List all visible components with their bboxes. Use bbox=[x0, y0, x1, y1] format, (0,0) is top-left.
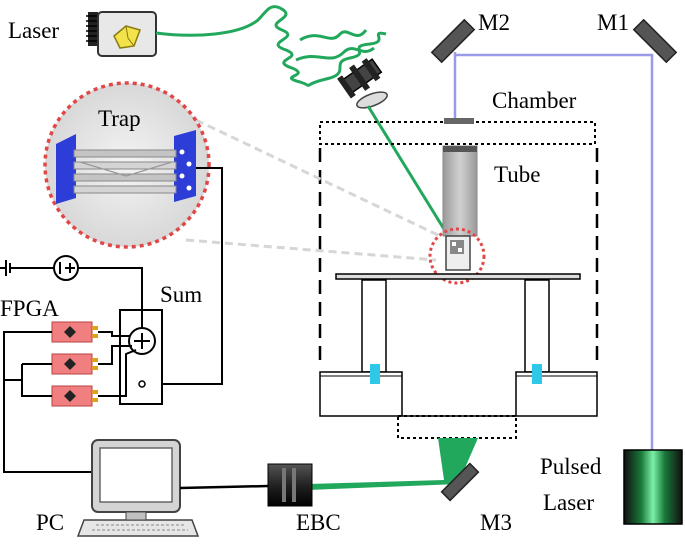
label-chamber: Chamber bbox=[492, 88, 577, 113]
ebc-beam bbox=[308, 438, 478, 490]
laser-heatsink bbox=[88, 12, 98, 46]
pulsed-beam-path bbox=[453, 52, 654, 450]
mirror-m2 bbox=[430, 18, 476, 64]
trap-inset bbox=[43, 81, 211, 249]
label-m3: M3 bbox=[480, 510, 512, 535]
inset-leader-top bbox=[195, 118, 441, 238]
trap-electrode-left bbox=[56, 134, 76, 204]
base-left bbox=[319, 371, 403, 417]
label-m2: M2 bbox=[478, 10, 510, 35]
fpga-pc-bus bbox=[3, 331, 92, 473]
label-pulsed-laser: Laser bbox=[543, 490, 594, 515]
pc-ebc-cable bbox=[179, 484, 269, 490]
label-pc: PC bbox=[36, 510, 64, 535]
label-tube: Tube bbox=[494, 162, 540, 187]
mirror-m3 bbox=[440, 462, 480, 502]
pc-computer-icon bbox=[76, 439, 200, 537]
laser-crystal-icon bbox=[113, 25, 141, 49]
fpga-board-1 bbox=[51, 321, 98, 343]
ebc-camera bbox=[267, 463, 313, 507]
label-laser: Laser bbox=[8, 18, 59, 43]
dc-source bbox=[0, 255, 143, 328]
laser-source bbox=[86, 11, 157, 57]
fiber-collimator bbox=[337, 58, 383, 99]
inset-leader-bottom bbox=[185, 238, 437, 262]
label-pulsed: Pulsed bbox=[540, 454, 602, 479]
label-fpga: FPGA bbox=[0, 296, 59, 321]
mirror-m1 bbox=[632, 18, 678, 64]
label-ebc: EBC bbox=[296, 510, 341, 535]
label-trap: Trap bbox=[98, 106, 141, 131]
cyan-marker-left bbox=[370, 364, 380, 384]
base-right bbox=[515, 371, 598, 417]
label-sum: Sum bbox=[160, 282, 202, 307]
trap-wire bbox=[150, 167, 223, 385]
chamber-port bbox=[444, 118, 474, 124]
focusing-lens bbox=[356, 91, 388, 109]
post-left bbox=[361, 279, 387, 373]
trap-highlight-circle bbox=[428, 227, 486, 285]
fpga-board-3 bbox=[51, 385, 98, 407]
platform bbox=[335, 273, 581, 280]
laser-fiber bbox=[155, 5, 281, 37]
pulsed-laser-source bbox=[623, 449, 683, 525]
fpga-board-2 bbox=[51, 353, 98, 375]
trap-electrode-right bbox=[174, 130, 196, 202]
cyan-marker-right bbox=[532, 364, 542, 384]
tube bbox=[442, 145, 478, 237]
post-right bbox=[524, 279, 550, 373]
label-m1: M1 bbox=[597, 10, 629, 35]
chamber-window bbox=[319, 121, 596, 145]
bottom-viewport bbox=[397, 415, 517, 439]
